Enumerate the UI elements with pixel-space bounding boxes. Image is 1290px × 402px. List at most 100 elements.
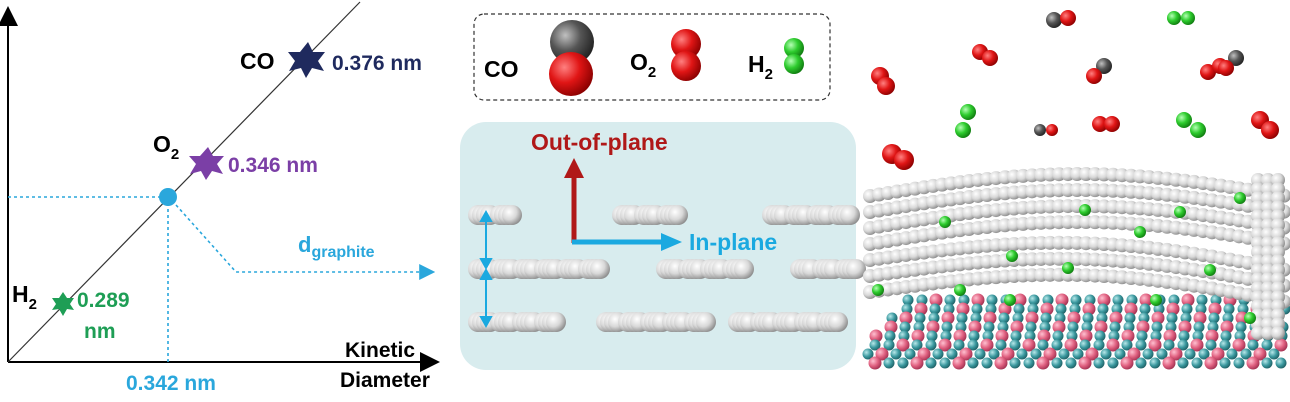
substrate-teal-atom xyxy=(897,357,909,369)
legend-o2-atom-bottom xyxy=(671,51,701,81)
substrate-pink-atom xyxy=(1169,347,1183,361)
substrate-teal-atom xyxy=(1023,357,1035,369)
h2-atom xyxy=(872,284,884,296)
substrate-pink-atom xyxy=(1106,338,1120,352)
substrate-pink-atom xyxy=(1204,356,1218,370)
substrate-pink-atom xyxy=(1274,338,1288,352)
co-molecule xyxy=(1086,68,1102,84)
substrate-teal-atom xyxy=(1196,294,1208,306)
substrate-pink-atom xyxy=(1094,320,1108,334)
substrate-teal-atom xyxy=(1208,312,1220,324)
substrate-pink-atom xyxy=(1037,329,1051,343)
h2-atom xyxy=(1234,192,1246,204)
substrate-pink-atom xyxy=(952,356,966,370)
co-molecule xyxy=(1046,124,1058,136)
co-molecule xyxy=(1060,10,1076,26)
substrate-pink-atom xyxy=(869,329,883,343)
substrate-teal-atom xyxy=(1037,339,1049,351)
substrate-pink-atom xyxy=(1232,338,1246,352)
co-molecule xyxy=(1096,58,1112,74)
h2-value-line2: nm xyxy=(84,320,116,343)
substrate-teal-atom xyxy=(902,294,914,306)
graphite-atom xyxy=(828,312,848,332)
graphene-atom xyxy=(1251,326,1265,340)
o2-star-marker xyxy=(189,147,224,180)
substrate-teal-atom xyxy=(1065,357,1077,369)
out-of-plane-arrowhead xyxy=(564,158,584,178)
substrate-pink-atom xyxy=(1193,311,1207,325)
graphite-atom xyxy=(546,312,566,332)
substrate-teal-atom xyxy=(1156,348,1168,360)
substrate-pink-atom xyxy=(1013,293,1027,307)
gas-molecules xyxy=(871,10,1279,170)
substrate-teal-atom xyxy=(1079,339,1091,351)
substrate-teal-atom xyxy=(1135,357,1147,369)
graphene-shell xyxy=(863,167,1290,340)
substrate-teal-atom xyxy=(1261,339,1273,351)
h2-atom xyxy=(954,284,966,296)
substrate-teal-atom xyxy=(1051,357,1063,369)
substrate-pink-atom xyxy=(1097,293,1111,307)
h2-molecule xyxy=(955,122,971,138)
kinetic-diameter-plot: CO 0.376 nm O2 0.346 nm H2 0.289 nm dgra… xyxy=(0,1,440,395)
substrate-teal-atom xyxy=(1240,348,1252,360)
substrate-pink-atom xyxy=(1082,302,1096,316)
h2-molecule xyxy=(1176,112,1192,128)
substrate-teal-atom xyxy=(1100,348,1112,360)
substrate-teal-atom xyxy=(1070,294,1082,306)
h2-star-marker xyxy=(52,292,74,316)
o2-molecule xyxy=(982,50,998,66)
substrate-teal-atom xyxy=(1247,339,1259,351)
legend-co-oxygen-atom xyxy=(549,52,593,96)
substrate-teal-atom xyxy=(1051,339,1063,351)
legend-h2-atom-top xyxy=(784,38,804,58)
substrate-pink-atom xyxy=(1253,347,1267,361)
substrate-teal-atom xyxy=(1226,348,1238,360)
substrate-teal-atom xyxy=(1205,339,1217,351)
h2-atom xyxy=(1244,312,1256,324)
substrate-teal-atom xyxy=(1149,357,1161,369)
legend-box xyxy=(473,13,831,101)
substrate-teal-atom xyxy=(1135,339,1147,351)
substrate-teal-atom xyxy=(1151,321,1163,333)
substrate-pink-atom xyxy=(1246,356,1260,370)
h2-atom xyxy=(1004,294,1016,306)
substrate-teal-atom xyxy=(1275,357,1287,369)
o2-label: O2 xyxy=(153,131,179,163)
substrate-pink-atom xyxy=(896,338,910,352)
in-plane-label: In-plane xyxy=(689,229,777,255)
co-molecule xyxy=(1034,124,1046,136)
graphite-atom xyxy=(846,259,866,279)
substrate-teal-atom xyxy=(1198,348,1210,360)
substrate-teal-atom xyxy=(883,357,895,369)
substrate-pink-atom xyxy=(1208,302,1222,316)
substrate-teal-atom xyxy=(1052,330,1064,342)
substrate-teal-atom xyxy=(869,339,881,351)
substrate-teal-atom xyxy=(1072,348,1084,360)
o2-molecule xyxy=(1200,64,1216,80)
substrate-pink-atom xyxy=(1055,293,1069,307)
substrate-pink-atom xyxy=(884,320,898,334)
substrate-pink-atom xyxy=(914,302,928,316)
axis-label-diameter: Diameter xyxy=(340,369,430,392)
substrate-teal-atom xyxy=(1124,312,1136,324)
h2-molecule xyxy=(1181,11,1195,25)
substrate-pink-atom xyxy=(1220,320,1234,334)
graphite-atom xyxy=(734,259,754,279)
substrate-teal-atom xyxy=(899,321,911,333)
substrate-pink-atom xyxy=(971,293,985,307)
co-label: CO xyxy=(240,48,275,74)
substrate-pink-atom xyxy=(1025,311,1039,325)
substrate-pink-atom xyxy=(1078,356,1092,370)
substrate-teal-atom xyxy=(1261,357,1273,369)
substrate-pink-atom xyxy=(911,329,925,343)
legend-h2-label: H2 xyxy=(748,51,773,83)
graphite-atom xyxy=(696,312,716,332)
substrate-teal-atom xyxy=(932,348,944,360)
in-plane-arrowhead xyxy=(661,233,682,251)
substrate-teal-atom xyxy=(1009,339,1021,351)
substrate-pink-atom xyxy=(926,320,940,334)
legend-o2-label: O2 xyxy=(630,49,656,81)
h2-atom xyxy=(1174,206,1186,218)
substrate-teal-atom xyxy=(1177,357,1189,369)
